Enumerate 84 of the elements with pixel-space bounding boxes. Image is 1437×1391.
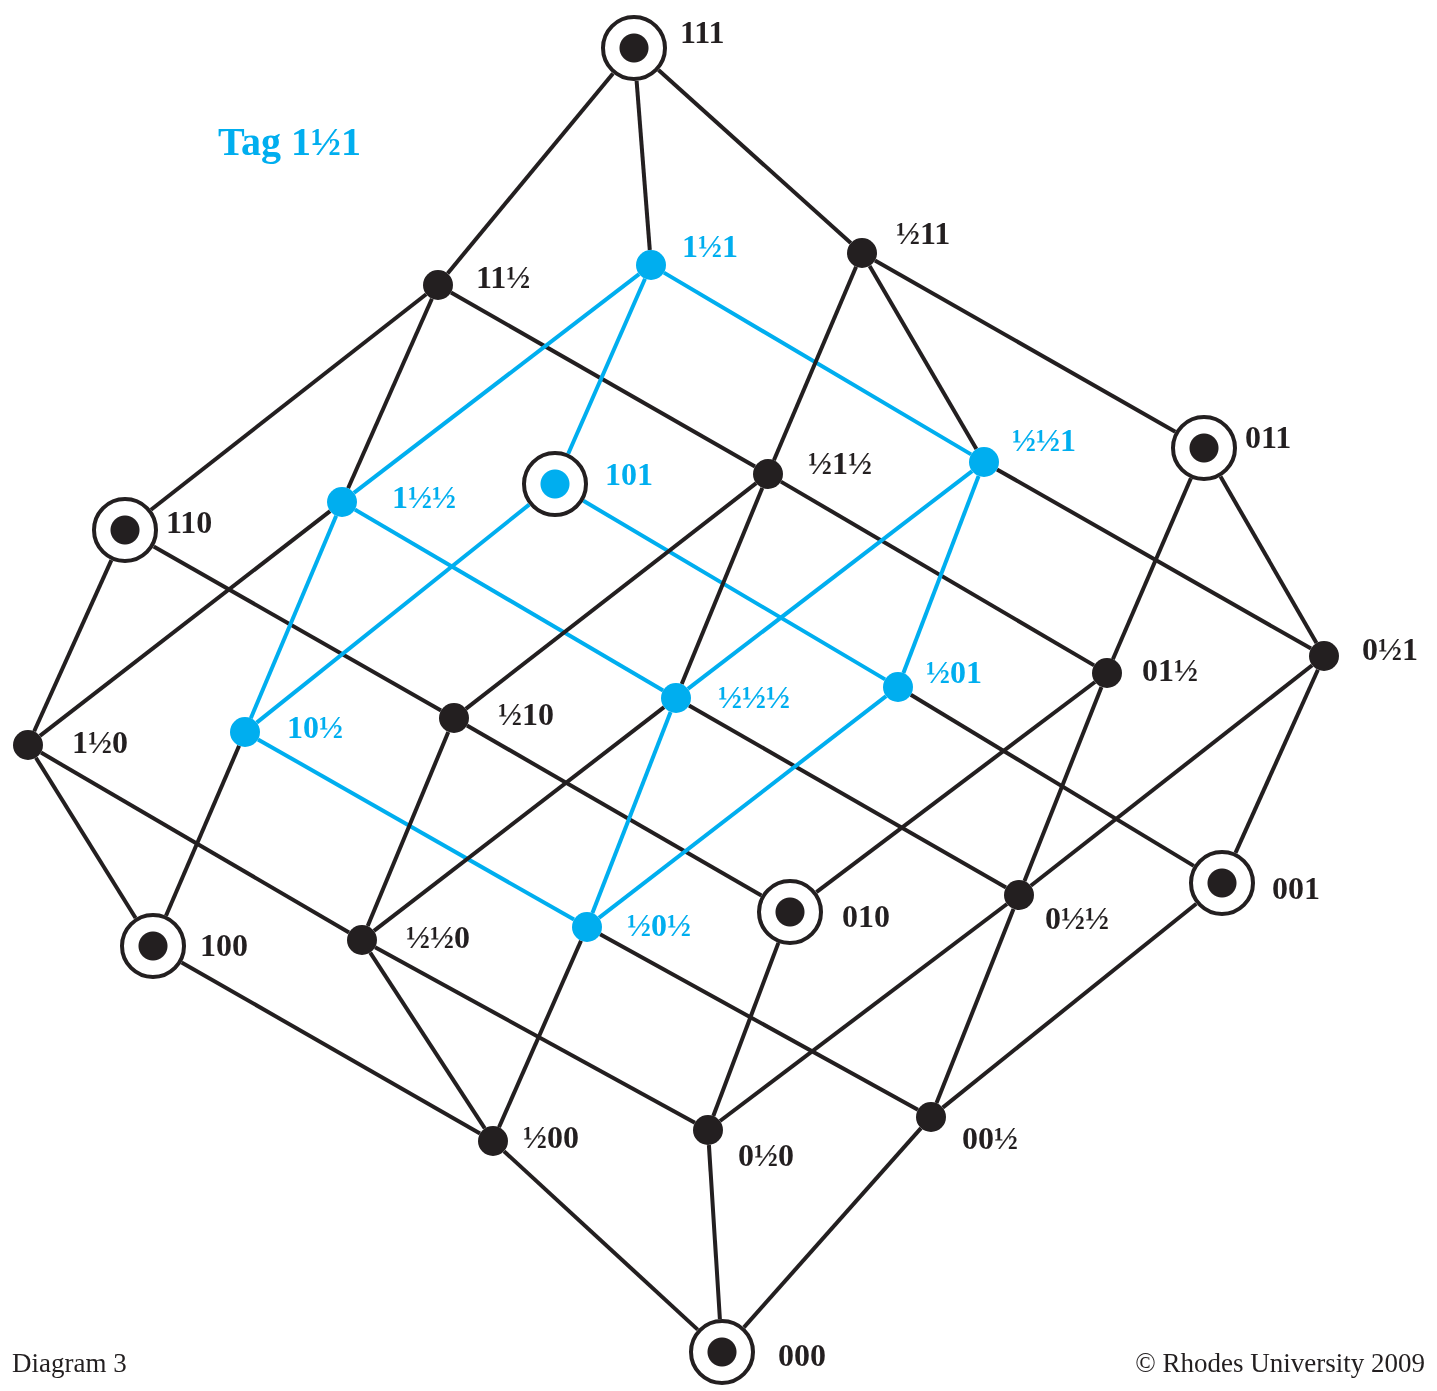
diagram-number: Diagram 3 (12, 1347, 127, 1380)
point-label: 0½0 (738, 1139, 794, 1171)
lattice-line (1218, 475, 1319, 644)
point-label: 1½½ (392, 481, 456, 513)
lattice-line (497, 939, 583, 1129)
lattice-line (934, 908, 1016, 1104)
point-label: ½½½ (718, 681, 790, 713)
lattice-line (909, 693, 1195, 868)
lattice-line (686, 469, 974, 691)
lattice-line (152, 544, 442, 713)
lattice-line (590, 711, 673, 914)
lattice-line (662, 270, 973, 457)
lattice-line (779, 479, 1096, 668)
point-label: 1½0 (72, 726, 128, 758)
point-label: 001 (1272, 872, 1320, 904)
lattice-line (634, 80, 652, 251)
lattice-line (772, 266, 858, 461)
lattice-line (446, 72, 615, 275)
point-label: 100 (200, 929, 248, 961)
lattice-line (374, 945, 696, 1125)
lattice-line (365, 731, 451, 927)
point-label: ½00 (523, 1121, 579, 1153)
point-label: ½11 (896, 217, 951, 249)
point-label: 110 (166, 506, 213, 538)
lattice-line (1233, 668, 1320, 854)
point-label: 011 (1245, 421, 1292, 453)
point-label: 01½ (1142, 654, 1198, 686)
lattice-line (597, 694, 888, 920)
point-label: 00½ (962, 1122, 1018, 1154)
point-label: 010 (842, 900, 890, 932)
lattice-line (742, 1126, 923, 1329)
lattice-line (1111, 477, 1193, 660)
point-label: ½01 (926, 656, 982, 688)
lattice-line (941, 902, 1198, 1110)
lattice-line (248, 515, 339, 719)
lattice-line (688, 703, 1007, 890)
lattice-line (353, 507, 665, 693)
point-label: 000 (778, 1339, 826, 1371)
lattice-line (711, 942, 781, 1117)
diagram-title: Tag 1½1 (218, 118, 361, 166)
lattice-line (149, 292, 428, 512)
copyright-note: © Rhodes University 2009 (1135, 1347, 1425, 1380)
lattice-line (450, 290, 756, 469)
lattice-line (40, 750, 350, 935)
lattice-line (657, 68, 853, 245)
lattice-line (180, 960, 481, 1136)
lattice-line (32, 559, 114, 733)
lattice-line (1029, 663, 1314, 888)
point-label: ½½1 (1012, 424, 1076, 456)
lattice-line (372, 705, 666, 933)
lattice-line (901, 475, 981, 674)
lattice-line (679, 487, 765, 685)
lattice-line (257, 737, 575, 922)
point-label: 101 (605, 458, 653, 490)
lattice-line (706, 1144, 722, 1320)
lattice-line (164, 745, 241, 917)
lattice-line (38, 509, 332, 738)
point-label: ½0½ (627, 909, 691, 941)
lattice-line (1022, 686, 1104, 882)
lattice-line (599, 932, 919, 1112)
point-label: 10½ (287, 711, 343, 743)
lattice-line (718, 902, 1009, 1123)
lattice-line (34, 756, 138, 920)
point-label: ½1½ (808, 447, 872, 479)
lattice-line (466, 723, 763, 898)
point-label: 1½1 (682, 230, 738, 262)
lattice-line (352, 272, 641, 495)
point-label: 0½1 (1362, 633, 1418, 665)
lattice-line (346, 297, 434, 490)
lattice-line (255, 503, 531, 725)
lattice-line (566, 277, 647, 455)
point-label: 0½½ (1045, 902, 1109, 934)
lattice-line (996, 467, 1312, 651)
lattice-line (874, 258, 1177, 434)
lattice-line (867, 265, 979, 450)
point-label: ½10 (498, 698, 554, 730)
point-label: 11½ (476, 261, 531, 293)
lattice-line (502, 1149, 700, 1332)
lattice-line (582, 499, 887, 682)
point-label: ½½0 (406, 921, 470, 953)
lattice-line (464, 481, 758, 711)
lattice-line (815, 680, 1097, 894)
lattice-line (368, 951, 487, 1130)
point-label: 111 (680, 16, 725, 48)
